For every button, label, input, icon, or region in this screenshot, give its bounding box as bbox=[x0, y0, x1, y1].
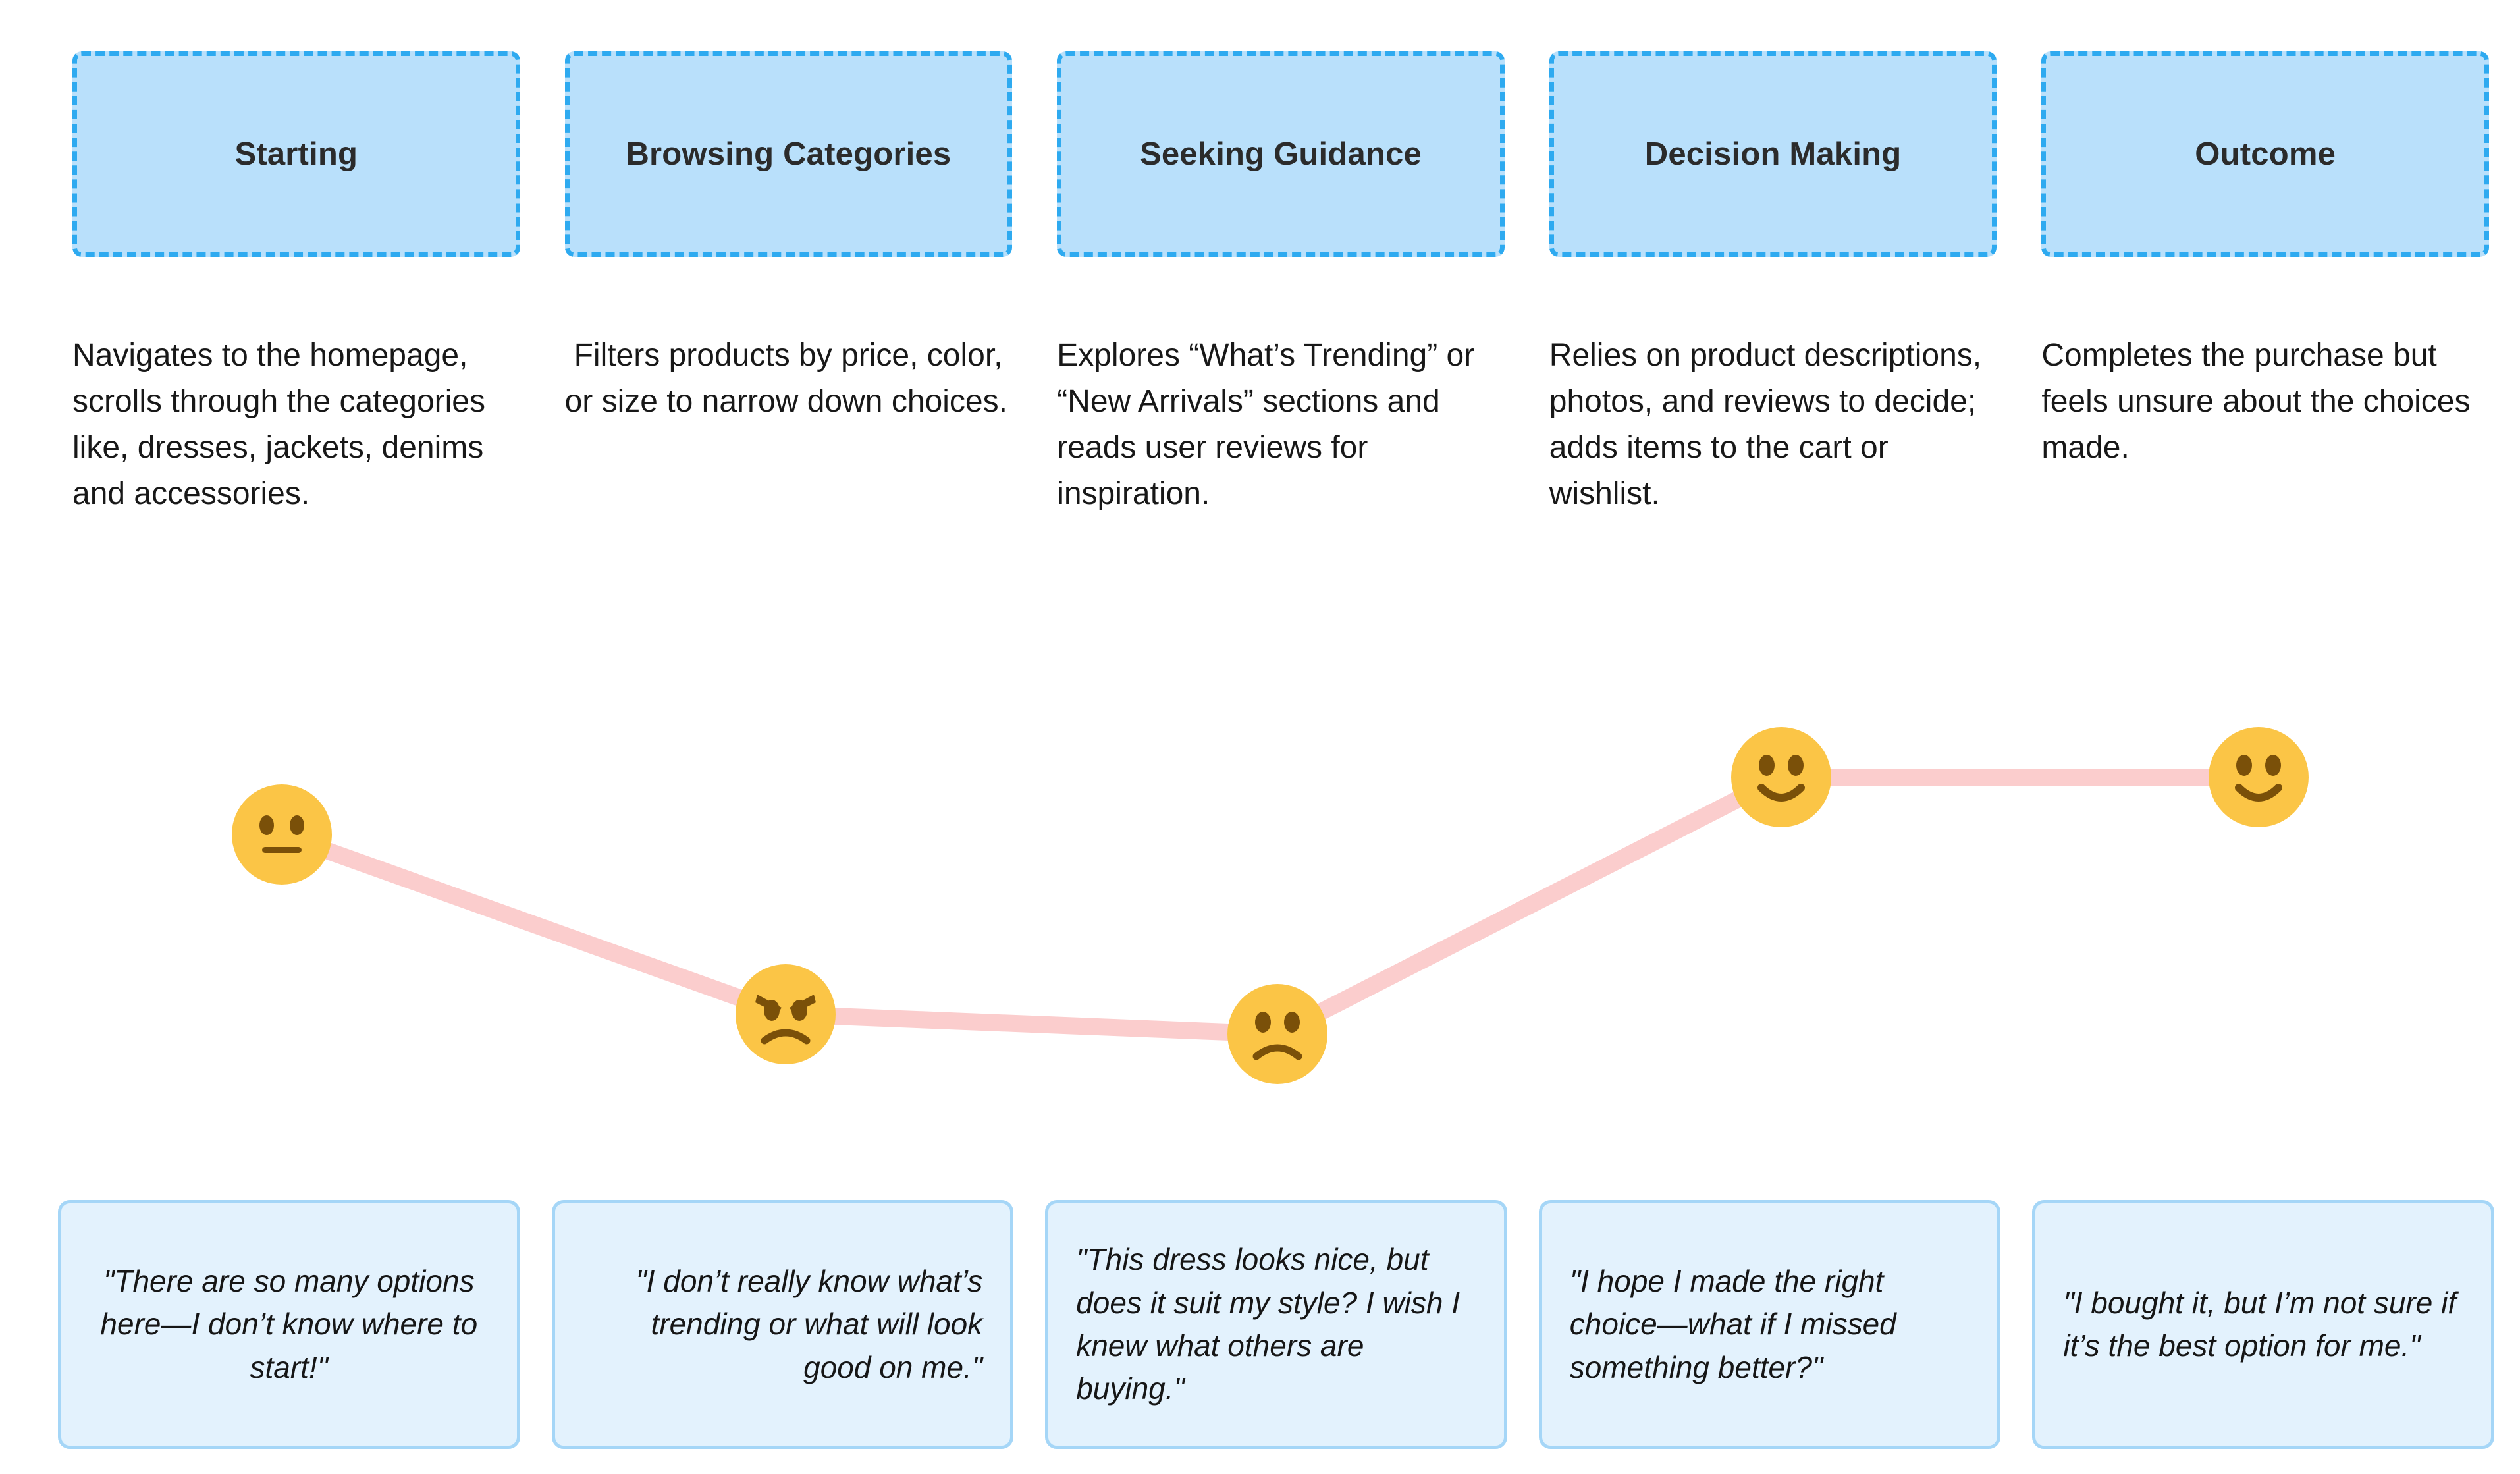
description-text: Relies on product descriptions, photos, … bbox=[1549, 338, 1982, 512]
quote-box-outcome[interactable]: "I bought it, but I’m not sure if it’s t… bbox=[2032, 1200, 2494, 1449]
description-text: Filters products by price, color, or siz… bbox=[564, 338, 1007, 420]
quote-text: "This dress looks nice, but does it suit… bbox=[1076, 1242, 1461, 1406]
emotion-face-sad-icon bbox=[1227, 984, 1327, 1084]
quote-text: "There are so many options here—I don’t … bbox=[100, 1264, 478, 1384]
quote-box-starting[interactable]: "There are so many options here—I don’t … bbox=[58, 1200, 520, 1449]
stage-box-decision-making[interactable]: Decision Making bbox=[1549, 51, 1997, 257]
stage-description-row: Navigates to the homepage, scrolls throu… bbox=[72, 333, 2489, 517]
stage-label: Outcome bbox=[2195, 136, 2336, 172]
description-text: Explores “What’s Trending” or “New Arriv… bbox=[1057, 338, 1475, 512]
stage-description-starting: Navigates to the homepage, scrolls throu… bbox=[72, 333, 520, 517]
quote-text: "I don’t really know what’s trending or … bbox=[635, 1264, 983, 1384]
description-text: Navigates to the homepage, scrolls throu… bbox=[72, 338, 485, 512]
stage-description-outcome: Completes the purchase but feels unsure … bbox=[2041, 333, 2489, 517]
emotion-face-happy-icon bbox=[1731, 727, 1831, 827]
stage-description-browsing-categories: Filters products by price, color, or siz… bbox=[565, 333, 1013, 517]
stage-box-browsing-categories[interactable]: Browsing Categories bbox=[564, 51, 1013, 257]
stage-label: Seeking Guidance bbox=[1139, 136, 1422, 172]
stage-label: Browsing Categories bbox=[626, 136, 952, 172]
stage-header-row: Starting Browsing Categories Seeking Gui… bbox=[72, 51, 2489, 257]
description-text: Completes the purchase but feels unsure … bbox=[2041, 338, 2471, 466]
emotion-face-happy-icon bbox=[2209, 727, 2309, 827]
emotion-face-neutral-icon bbox=[232, 784, 332, 885]
stage-box-seeking-guidance[interactable]: Seeking Guidance bbox=[1057, 51, 1505, 257]
stage-box-outcome[interactable]: Outcome bbox=[2041, 51, 2489, 257]
stage-label: Starting bbox=[234, 136, 358, 172]
quote-box-decision-making[interactable]: "I hope I made the right choice—what if … bbox=[1538, 1200, 2001, 1449]
quote-box-seeking-guidance[interactable]: "This dress looks nice, but does it suit… bbox=[1045, 1200, 1507, 1449]
stage-description-seeking-guidance: Explores “What’s Trending” or “New Arriv… bbox=[1057, 333, 1505, 517]
emotion-face-angry-icon bbox=[736, 964, 836, 1064]
quote-box-browsing-categories[interactable]: "I don’t really know what’s trending or … bbox=[551, 1200, 1014, 1449]
quote-text: "I hope I made the right choice—what if … bbox=[1569, 1264, 1896, 1384]
stage-box-starting[interactable]: Starting bbox=[72, 51, 520, 257]
stage-description-decision-making: Relies on product descriptions, photos, … bbox=[1549, 333, 1997, 517]
quote-text: "I bought it, but I’m not sure if it’s t… bbox=[2063, 1285, 2457, 1363]
quote-row: "There are so many options here—I don’t … bbox=[58, 1200, 2494, 1449]
stage-label: Decision Making bbox=[1644, 136, 1902, 172]
